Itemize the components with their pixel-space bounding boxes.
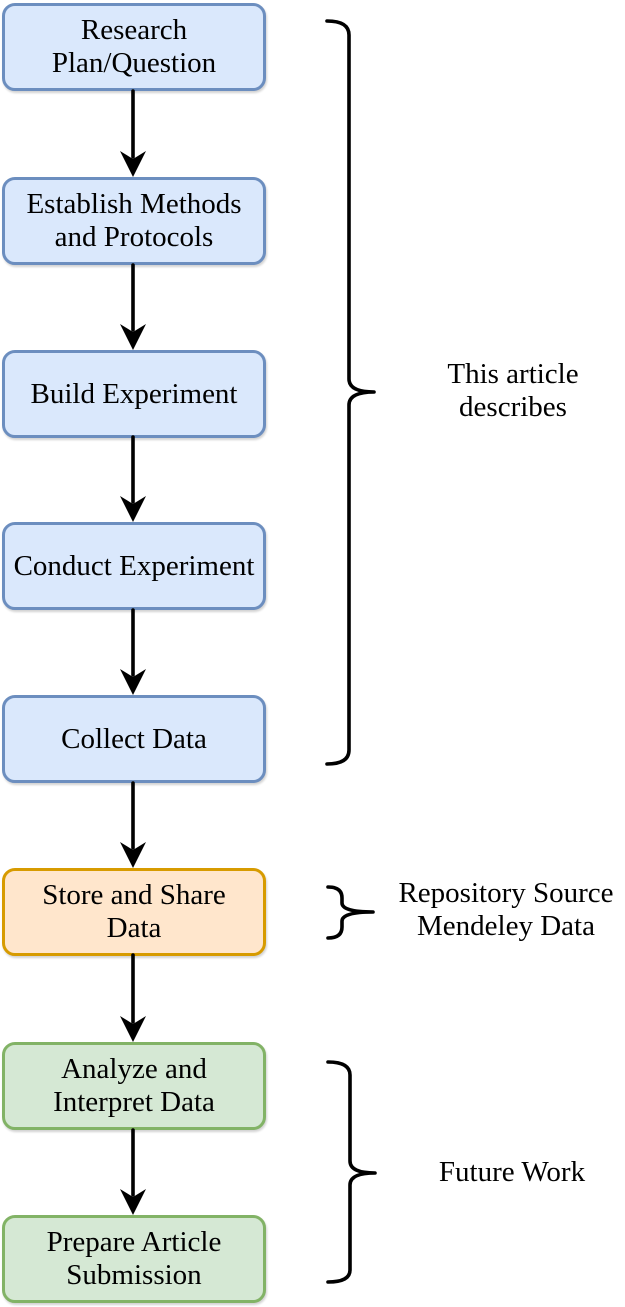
annotation-future-work: Future Work [438, 1156, 586, 1188]
node-establish-methods-protocols: Establish Methods and Protocols [2, 177, 266, 265]
flow-arrow-3 [120, 435, 146, 522]
flow-arrow-4 [120, 608, 146, 695]
node-analyze-interpret-data: Analyze and Interpret Data [2, 1042, 266, 1130]
node-prepare-article-submission: Prepare Article Submission [2, 1215, 266, 1303]
flow-arrow-5 [120, 781, 146, 868]
flow-arrow-2 [120, 263, 146, 350]
node-label: Research Plan/Question [51, 14, 217, 79]
node-label: Store and Share Data [42, 879, 226, 944]
annotation-this-article-describes: This article describes [447, 358, 579, 423]
node-label: Establish Methods and Protocols [26, 188, 242, 253]
node-label: Build Experiment [30, 377, 238, 410]
flow-arrow-1 [120, 89, 146, 177]
brace-future-work [326, 1060, 377, 1284]
brace-this-article-describes [325, 19, 376, 766]
node-store-and-share-data: Store and Share Data [2, 868, 266, 956]
node-collect-data: Collect Data [2, 695, 266, 783]
node-research-plan-question: Research Plan/Question [2, 3, 266, 91]
flow-arrow-7 [120, 1128, 146, 1215]
node-build-experiment: Build Experiment [2, 350, 266, 438]
node-label: Conduct Experiment [13, 549, 255, 582]
node-conduct-experiment: Conduct Experiment [2, 522, 266, 610]
node-label: Prepare Article Submission [46, 1226, 222, 1291]
brace-repository-source [326, 885, 375, 940]
node-label: Collect Data [61, 722, 207, 755]
annotation-repository-source: Repository Source Mendeley Data [398, 877, 614, 942]
node-label: Analyze and Interpret Data [53, 1053, 215, 1118]
flow-arrow-6 [120, 953, 146, 1042]
